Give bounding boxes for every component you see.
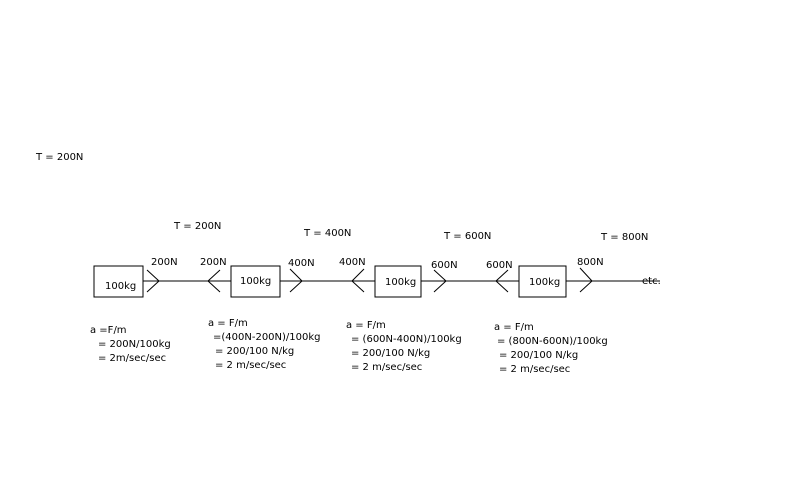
arrow-right-icon <box>146 269 160 293</box>
mass-box-4 <box>518 265 567 298</box>
calculation-block-4: a = F/m = (800N-600N)/100kg = 200/100 N/… <box>494 322 608 375</box>
tension-label-4: T = 800N <box>600 232 648 243</box>
tension-label-3: T = 600N <box>443 231 491 242</box>
calc-3-line-2: = (600N-400N)/100kg <box>351 334 462 345</box>
force-label-5: 600N <box>431 260 458 271</box>
calc-4-line-2: = (800N-600N)/100kg <box>497 336 608 347</box>
calc-4-line-1: a = F/m <box>494 322 534 333</box>
top-tension-label: T = 200N <box>35 152 83 163</box>
calc-2-line-3: = 200/100 N/kg <box>215 346 294 357</box>
arrow-left-icon <box>495 269 509 293</box>
calc-1-line-3: = 2m/sec/sec <box>98 353 166 364</box>
mass-label-4: 100kg <box>529 277 560 288</box>
mass-box-3 <box>374 265 422 298</box>
tension-label-2: T = 400N <box>303 228 351 239</box>
force-label-1: 200N <box>151 257 178 268</box>
calculation-block-2: a = F/m =(400N-200N)/100kg = 200/100 N/k… <box>208 318 321 371</box>
calc-1-line-2: = 200N/100kg <box>98 339 171 350</box>
calc-3-line-3: = 200/100 N/kg <box>351 348 430 359</box>
tension-label-1: T = 200N <box>173 221 221 232</box>
calculation-block-1: a =F/m = 200N/100kg = 2m/sec/sec <box>90 325 171 364</box>
arrow-left-icon <box>207 269 221 293</box>
mass-label-1: 100kg <box>105 281 136 292</box>
calc-1-line-1: a =F/m <box>90 325 127 336</box>
arrow-left-icon <box>351 268 365 293</box>
calc-4-line-3: = 200/100 N/kg <box>499 350 578 361</box>
force-label-6: 600N <box>486 260 513 271</box>
continuation-label: etc. <box>642 276 661 287</box>
arrow-right-icon <box>289 268 303 293</box>
calc-2-line-2: =(400N-200N)/100kg <box>213 332 321 343</box>
calc-3-line-1: a = F/m <box>346 320 386 331</box>
arrow-right-icon <box>433 269 447 293</box>
force-label-3: 400N <box>288 258 315 269</box>
force-label-7: 800N <box>577 257 604 268</box>
calc-2-line-1: a = F/m <box>208 318 248 329</box>
calc-2-line-4: = 2 m/sec/sec <box>215 360 286 371</box>
calculation-block-3: a = F/m = (600N-400N)/100kg = 200/100 N/… <box>346 320 462 373</box>
mass-box-2 <box>230 265 281 298</box>
calc-4-line-4: = 2 m/sec/sec <box>499 364 570 375</box>
calc-3-line-4: = 2 m/sec/sec <box>351 362 422 373</box>
mass-box-1 <box>93 265 144 298</box>
mass-label-3: 100kg <box>385 277 416 288</box>
arrow-right-icon <box>579 267 593 293</box>
force-label-2: 200N <box>200 257 227 268</box>
force-label-4: 400N <box>339 257 366 268</box>
mass-label-2: 100kg <box>240 276 271 287</box>
